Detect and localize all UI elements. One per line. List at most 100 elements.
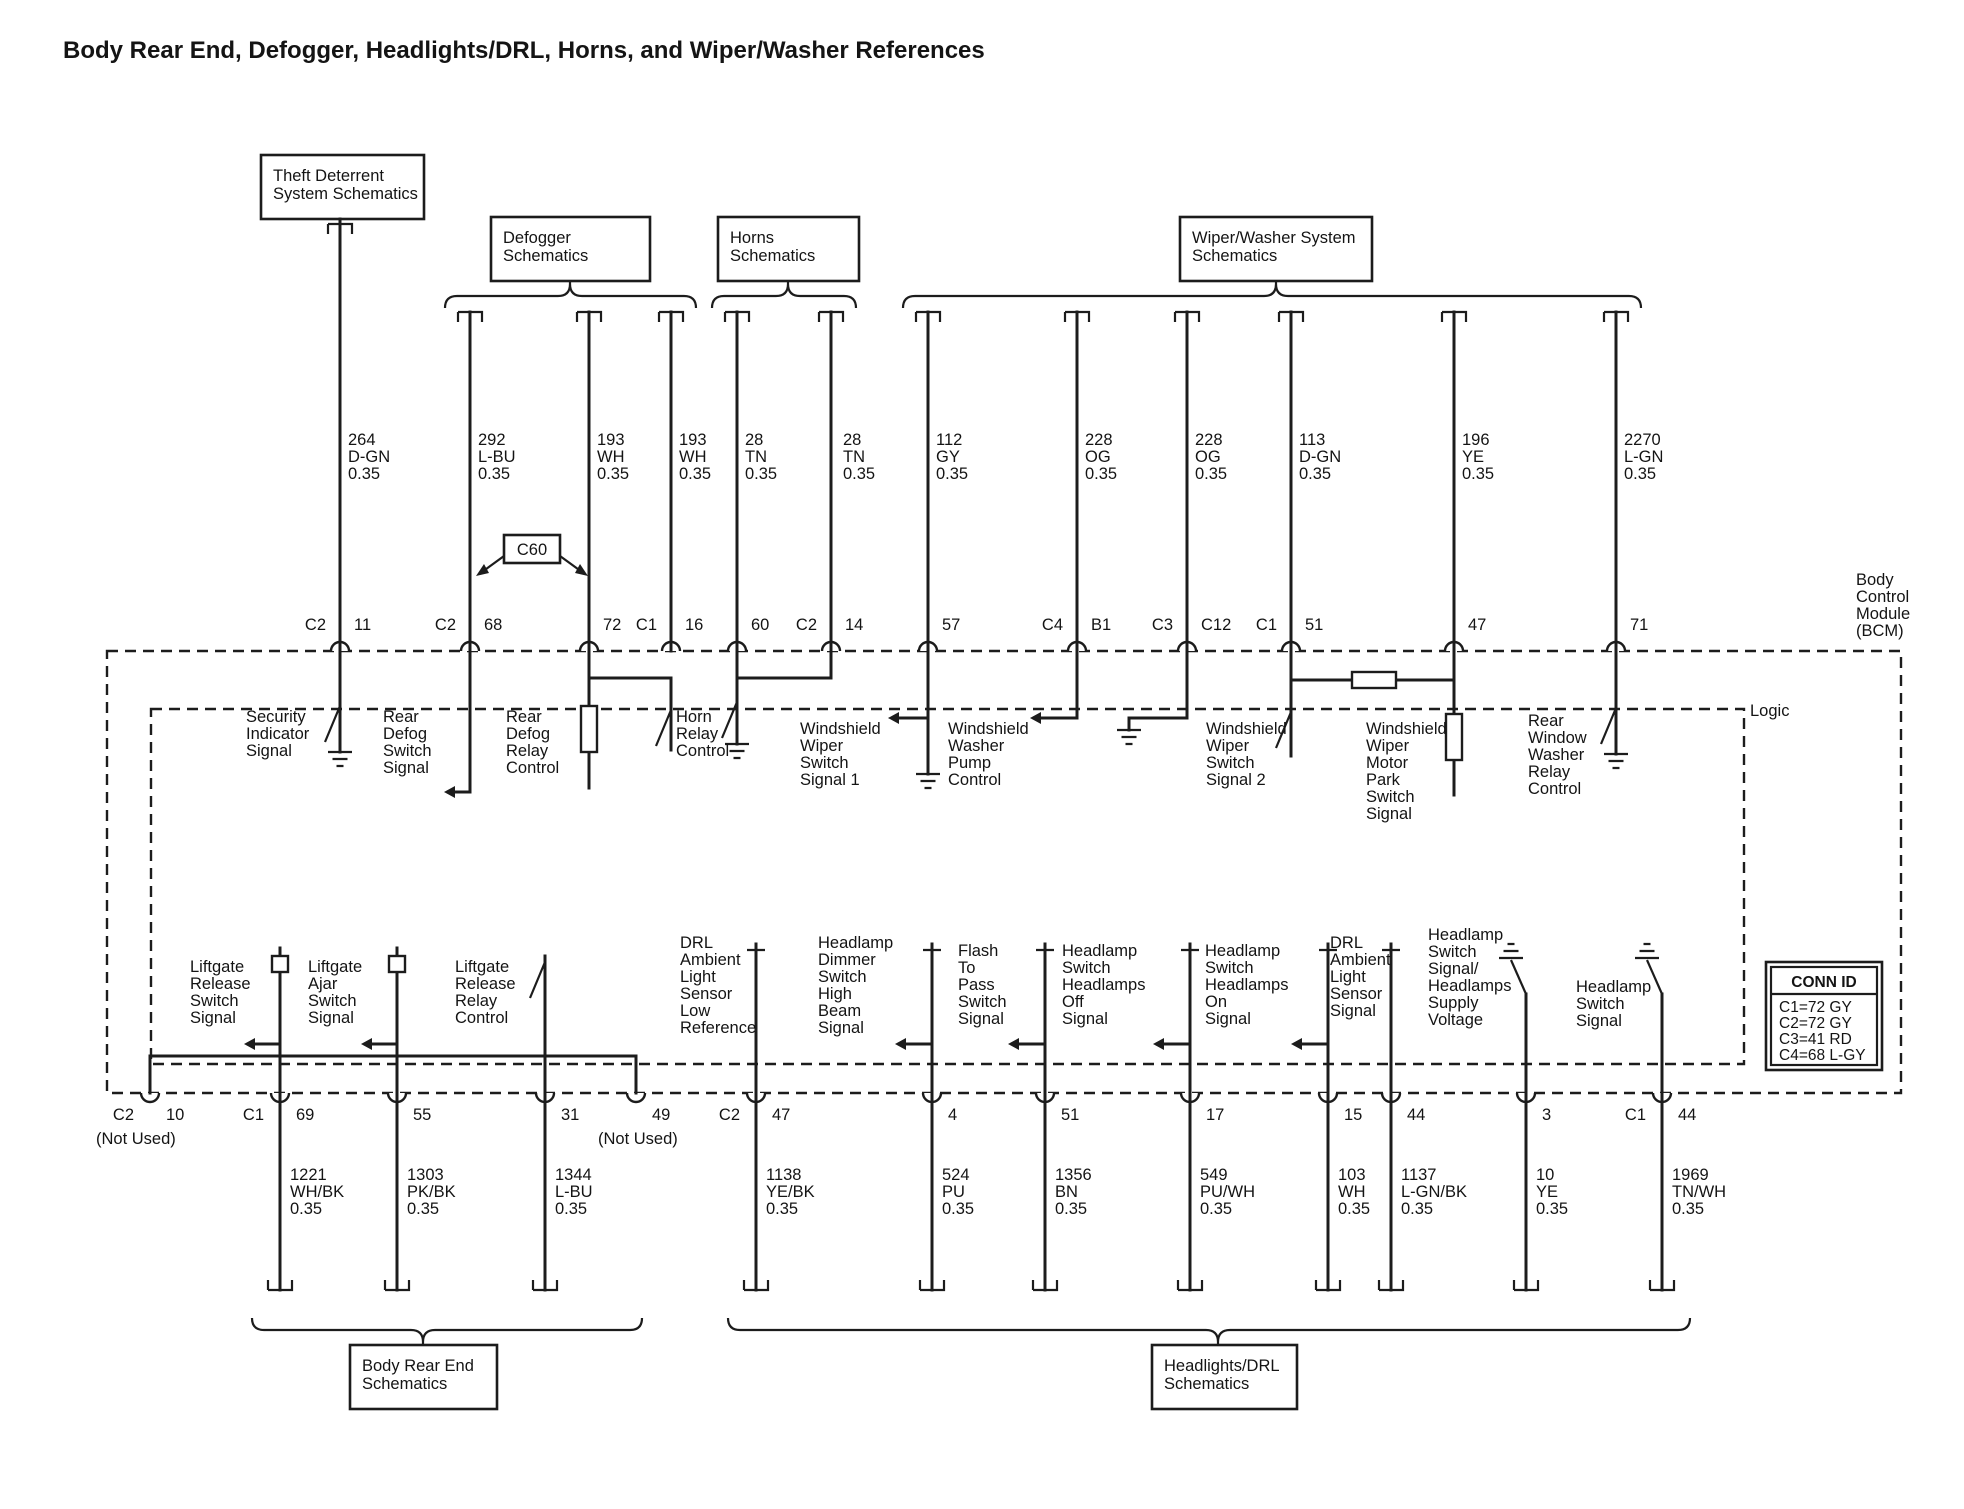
conn-id-entry: C1=72 GY — [1779, 999, 1852, 1016]
c60-connector-label: C60 — [517, 541, 547, 559]
pin-number: 72 — [603, 616, 621, 634]
ground-icon — [1497, 942, 1525, 960]
pin-number: 31 — [561, 1106, 579, 1124]
logic-outline — [149, 707, 1746, 1066]
ground-icon — [1115, 728, 1143, 746]
pin-number: 44 — [1407, 1106, 1425, 1124]
conn-id-box — [1764, 960, 1884, 1072]
switch-icon — [654, 709, 673, 747]
resistor-icon — [1350, 670, 1398, 690]
bottom-external-wires — [278, 1091, 1664, 1292]
page-title: Body Rear End, Defogger, Headlights/DRL,… — [63, 37, 985, 64]
pin-connector: C2 — [796, 616, 817, 634]
c60-connector-box — [502, 533, 562, 565]
switch-icon — [1645, 959, 1664, 995]
terminal-icons-top — [326, 222, 1630, 322]
pin-connector: C1 — [636, 616, 657, 634]
pin-number: 11 — [354, 616, 371, 634]
conn-id-title: CONN ID — [1791, 974, 1856, 991]
brace-body-rear-end — [250, 1317, 644, 1345]
ref-box-horns — [716, 215, 861, 283]
arrow-icon — [1008, 1038, 1019, 1050]
pin-number: 3 — [1542, 1106, 1551, 1124]
top-external-wires — [338, 222, 1618, 653]
bcm-outline — [105, 649, 1903, 1095]
pin-connector: C1 — [1256, 616, 1277, 634]
switch-icon — [323, 705, 342, 743]
arrow-icon — [244, 1038, 255, 1050]
pin-note: (Not Used) — [96, 1130, 176, 1148]
pin-number: 51 — [1061, 1106, 1079, 1124]
pin-number: 17 — [1206, 1106, 1224, 1124]
ref-box-wiper-washer — [1178, 215, 1374, 283]
switch-box-icon — [387, 954, 407, 974]
switch-box-icon — [270, 954, 290, 974]
arrow-icon — [895, 1038, 906, 1050]
ground-icon — [1633, 942, 1661, 960]
pin-number: 71 — [1630, 616, 1648, 634]
ref-box-defogger — [489, 215, 652, 283]
arrow-icon — [444, 786, 455, 798]
pin-number: 68 — [484, 616, 502, 634]
ref-box-theft — [259, 153, 426, 221]
pin-number: C12 — [1201, 616, 1231, 634]
pin-connector: C1 — [243, 1106, 264, 1124]
pin-connector: C2 — [435, 616, 456, 634]
pin-connector: C2 — [305, 616, 326, 634]
logic-label: Logic — [1750, 702, 1789, 720]
conn-id-box-inner — [1769, 965, 1879, 1067]
pin-connector: C4 — [1042, 616, 1063, 634]
connector-bumps-top — [329, 640, 1627, 652]
arrow-icon — [1153, 1038, 1164, 1050]
pin-number: 10 — [166, 1106, 184, 1124]
pin-number: 69 — [296, 1106, 314, 1124]
coil-icon — [579, 704, 599, 754]
pin-note: (Not Used) — [598, 1130, 678, 1148]
conn-id-entry: C3=41 RD — [1779, 1031, 1852, 1048]
pin-number: 60 — [751, 616, 769, 634]
coil-icon — [1444, 712, 1464, 762]
ground-icon — [326, 750, 354, 768]
pin-connector: C3 — [1152, 616, 1173, 634]
conn-id-entry: C2=72 GY — [1779, 1015, 1852, 1032]
ref-box-body-rear-end — [348, 1343, 499, 1411]
ground-icon — [1602, 752, 1630, 770]
